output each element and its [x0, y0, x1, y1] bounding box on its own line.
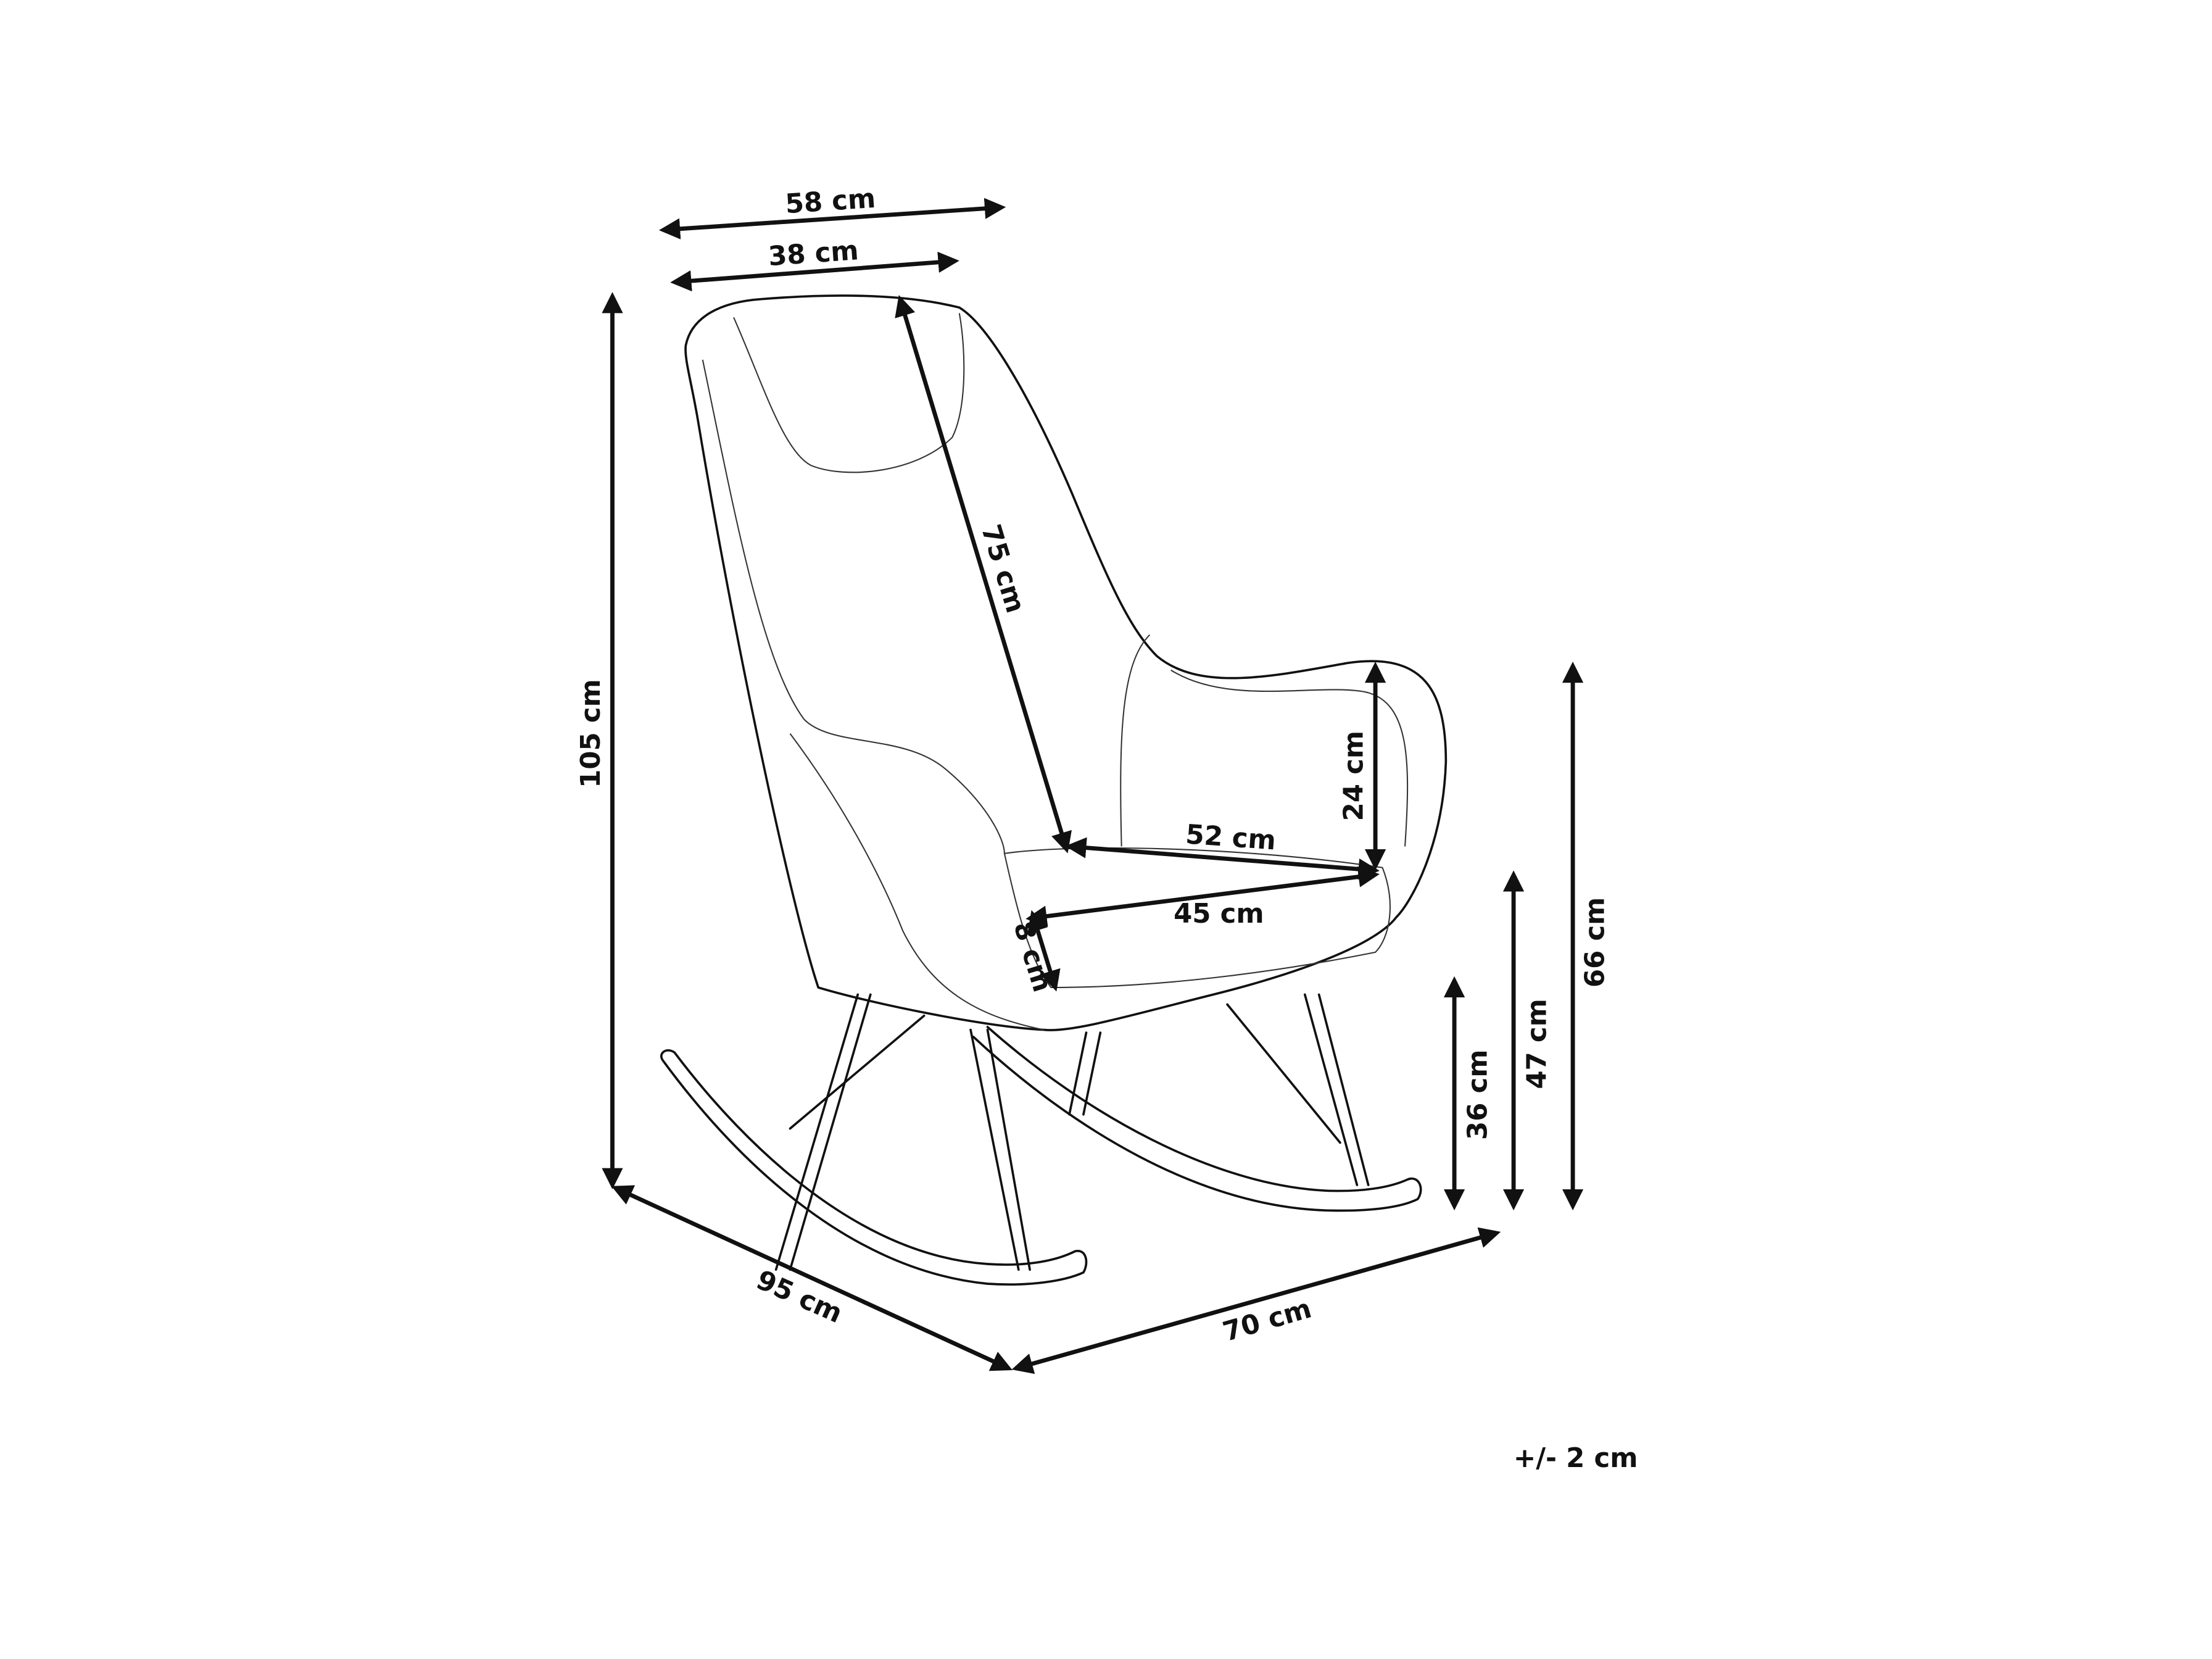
- backrest-inner: [702, 359, 1005, 854]
- side-panel: [789, 733, 1045, 1031]
- chair-outer-shell: [684, 294, 1448, 1031]
- label-backrest-width: 38 cm: [768, 235, 860, 272]
- dim-arrow-75: [895, 295, 1072, 854]
- label-overall-width: 58 cm: [784, 183, 876, 220]
- dim-arrow-45: [1025, 866, 1380, 927]
- label-seat-base-height: 36 cm: [1463, 1049, 1494, 1139]
- label-armrest-above-seat: 24 cm: [1339, 731, 1370, 821]
- tolerance-note: +/- 2 cm: [1514, 1443, 1638, 1474]
- label-seat-width: 52 cm: [1185, 819, 1277, 856]
- dim-arrow-70: [1011, 1227, 1501, 1374]
- dim-arrow-95: [611, 1185, 1013, 1371]
- dim-arrow-38: [670, 251, 959, 292]
- dimension-labels: 58 cm 38 cm 75 cm 105 cm 24 cm 52 cm 45 …: [576, 183, 1638, 1474]
- legs: [774, 993, 1370, 1271]
- label-total-height: 105 cm: [576, 679, 607, 788]
- label-seat-depth: 45 cm: [1174, 899, 1264, 929]
- label-total-width: 70 cm: [1219, 1293, 1315, 1347]
- left-rocker: [660, 1049, 1088, 1286]
- chair-illustration: [660, 294, 1448, 1286]
- dim-arrow-58: [658, 198, 1006, 239]
- right-rocker: [972, 1026, 1422, 1212]
- dim-arrow-8: [1027, 910, 1061, 992]
- label-armrest-height: 66 cm: [1580, 897, 1610, 988]
- label-seat-thickness: 8 cm: [1007, 918, 1058, 996]
- armrest-inner: [1120, 634, 1409, 847]
- dimension-lines: [602, 198, 1584, 1374]
- label-seat-height: 47 cm: [1522, 999, 1553, 1089]
